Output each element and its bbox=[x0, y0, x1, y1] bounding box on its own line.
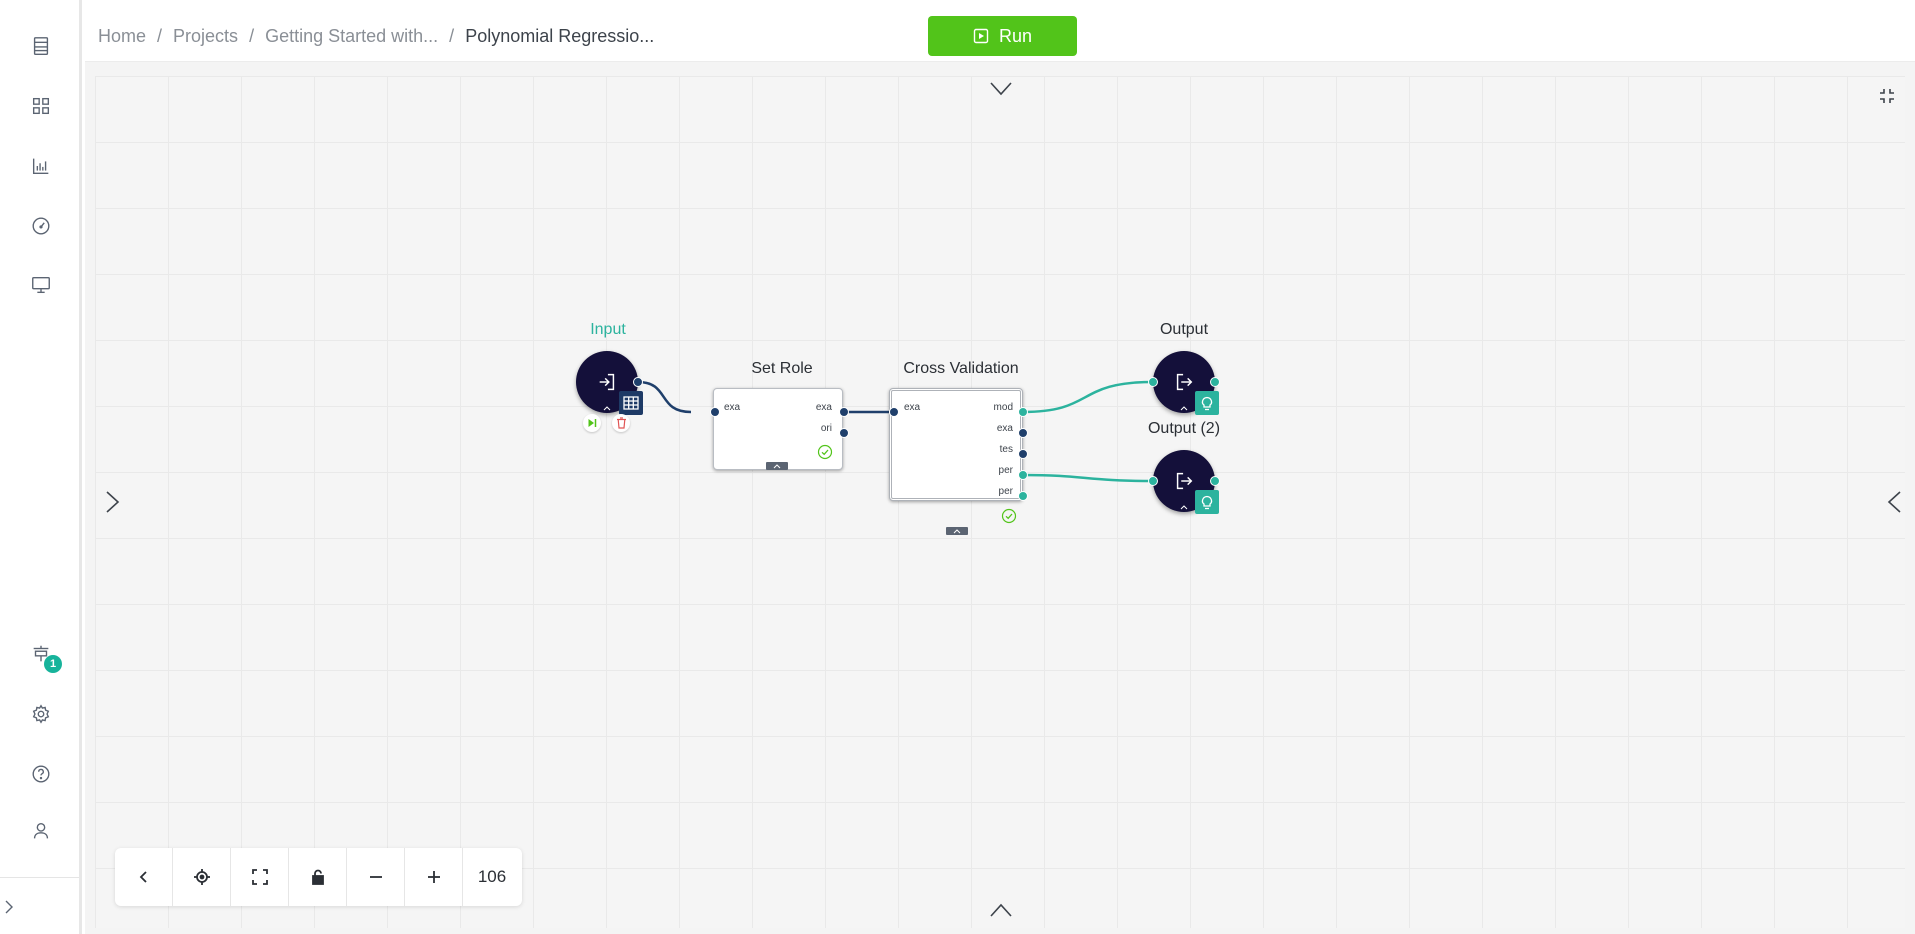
plus-icon bbox=[427, 871, 440, 883]
lightbulb-icon bbox=[1195, 490, 1219, 514]
port-cv-out-tes[interactable] bbox=[1018, 449, 1028, 459]
zoom-in-button[interactable] bbox=[405, 848, 463, 906]
port-label: exa bbox=[815, 402, 832, 413]
fullscreen-icon bbox=[251, 869, 268, 885]
check-circle-icon bbox=[817, 444, 833, 460]
table-icon bbox=[619, 391, 643, 415]
port-label: mod bbox=[993, 402, 1013, 413]
chevron-down-icon[interactable] bbox=[990, 82, 1012, 101]
export-icon bbox=[1176, 373, 1193, 391]
port-label: tes bbox=[999, 444, 1013, 455]
sidebar-divider bbox=[0, 877, 79, 878]
minus-icon bbox=[369, 876, 382, 878]
run-button[interactable]: Run bbox=[928, 16, 1077, 56]
breadcrumb-project[interactable]: Getting Started with... bbox=[265, 26, 439, 46]
port-label: ori bbox=[820, 423, 832, 434]
port-set-role-out-1[interactable] bbox=[839, 407, 849, 417]
breadcrumb-projects[interactable]: Projects bbox=[173, 26, 239, 46]
node-title-output-2: Output (2) bbox=[1147, 420, 1221, 437]
chevron-up-icon[interactable] bbox=[990, 903, 1012, 922]
lock-button[interactable] bbox=[289, 848, 347, 906]
port-input-out[interactable] bbox=[633, 377, 643, 387]
header: Home / Projects / Getting Started with..… bbox=[85, 0, 1915, 62]
canvas-grid bbox=[95, 76, 1905, 928]
port-label: exa bbox=[724, 402, 741, 413]
play-icon bbox=[973, 28, 989, 44]
crosshair-icon bbox=[193, 869, 210, 885]
lightbulb-icon bbox=[1195, 391, 1219, 415]
workflow-canvas[interactable]: Input Set Role exa exa ori bbox=[85, 62, 1915, 934]
gear-icon[interactable] bbox=[26, 699, 56, 729]
delete-icon[interactable] bbox=[612, 414, 630, 432]
port-set-role-in[interactable] bbox=[710, 407, 720, 417]
gauge-icon[interactable] bbox=[26, 211, 56, 241]
caret-up-icon bbox=[1180, 505, 1188, 510]
port-output-in[interactable] bbox=[1148, 377, 1158, 387]
breadcrumb: Home / Projects / Getting Started with..… bbox=[98, 26, 654, 47]
node-title-set-role: Set Role bbox=[751, 360, 813, 377]
port-label: per bbox=[998, 465, 1013, 476]
help-icon[interactable] bbox=[26, 759, 56, 789]
collapse-tab[interactable] bbox=[766, 462, 788, 470]
chevron-right-icon[interactable] bbox=[106, 491, 120, 518]
port-output-2-in[interactable] bbox=[1148, 476, 1158, 486]
zoom-out-button[interactable] bbox=[347, 848, 405, 906]
fit-view-button[interactable] bbox=[231, 848, 289, 906]
port-output-out[interactable] bbox=[1210, 377, 1220, 387]
breadcrumb-separator: / bbox=[157, 26, 163, 46]
port-label: exa bbox=[996, 423, 1013, 434]
port-cv-out-per-1[interactable] bbox=[1018, 470, 1028, 480]
zoom-level: 106 bbox=[477, 867, 507, 886]
exit-fullscreen-icon[interactable] bbox=[1879, 88, 1895, 109]
node-title-cross-validation: Cross Validation bbox=[903, 360, 1019, 377]
workflow-icon[interactable]: 1 bbox=[26, 639, 62, 673]
sidebar-expand-icon[interactable] bbox=[2, 897, 16, 917]
breadcrumb-current: Polynomial Regressio... bbox=[465, 26, 655, 46]
monitor-icon[interactable] bbox=[26, 270, 56, 300]
collapse-tab[interactable] bbox=[946, 527, 968, 535]
user-icon[interactable] bbox=[26, 816, 56, 846]
sidebar: 1 bbox=[0, 0, 82, 934]
document-icon[interactable] bbox=[26, 31, 56, 61]
set-role-node[interactable]: exa exa ori bbox=[713, 388, 843, 470]
breadcrumb-separator: / bbox=[449, 26, 455, 46]
notification-badge: 1 bbox=[44, 655, 62, 673]
check-circle-icon bbox=[1001, 508, 1017, 524]
breadcrumb-home[interactable]: Home bbox=[98, 26, 147, 46]
port-output-2-out[interactable] bbox=[1210, 476, 1220, 486]
node-title-output: Output bbox=[1159, 321, 1209, 338]
chevron-left-icon bbox=[139, 871, 147, 883]
port-label: exa bbox=[904, 402, 921, 413]
node-title-input: Input bbox=[590, 321, 626, 338]
port-label: per bbox=[998, 486, 1013, 497]
import-icon bbox=[599, 373, 615, 391]
canvas-toolbar: 106 bbox=[115, 848, 522, 906]
back-button[interactable] bbox=[115, 848, 173, 906]
export-icon bbox=[1176, 472, 1193, 490]
caret-up-icon bbox=[1180, 406, 1188, 411]
breadcrumb-separator: / bbox=[249, 26, 255, 46]
run-node-icon[interactable] bbox=[583, 414, 601, 432]
port-cv-out-mod[interactable] bbox=[1018, 407, 1028, 417]
chevron-left-icon[interactable] bbox=[1887, 491, 1901, 518]
port-cv-in[interactable] bbox=[889, 407, 899, 417]
port-cv-out-per-2[interactable] bbox=[1018, 491, 1028, 501]
unlock-icon bbox=[311, 869, 324, 885]
caret-up-icon bbox=[603, 406, 611, 411]
grid-icon[interactable] bbox=[26, 91, 56, 121]
port-set-role-out-2[interactable] bbox=[839, 428, 849, 438]
center-view-button[interactable] bbox=[173, 848, 231, 906]
bar-chart-icon[interactable] bbox=[26, 151, 56, 181]
port-cv-out-exa[interactable] bbox=[1018, 428, 1028, 438]
cross-validation-node[interactable]: exa mod exa tes per per bbox=[889, 388, 1023, 535]
run-button-label: Run bbox=[998, 25, 1033, 46]
